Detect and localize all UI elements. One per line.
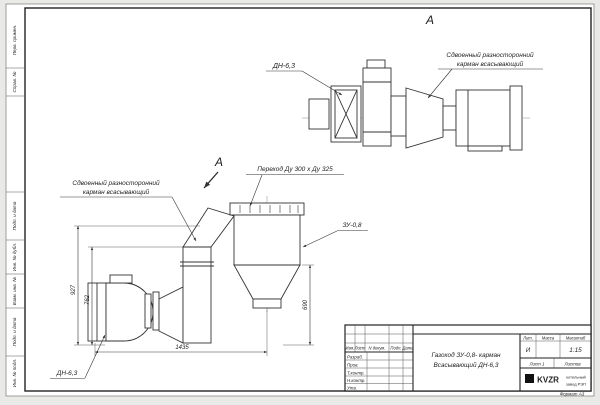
section-a-letter: А bbox=[214, 155, 223, 169]
title-block: Изм. Лист N докум. Подп. Дата Разраб. Пр… bbox=[344, 324, 592, 392]
header-data: Дата bbox=[401, 346, 414, 351]
leader-line bbox=[302, 230, 338, 248]
role-razrab: Разраб. bbox=[347, 355, 363, 360]
section-view-arrow bbox=[203, 171, 219, 189]
drawing-frame bbox=[24, 7, 592, 392]
hopper-top-flange bbox=[229, 202, 305, 216]
fan-casing bbox=[362, 67, 392, 147]
leader-line bbox=[249, 174, 263, 207]
coupling bbox=[442, 105, 457, 131]
logo-text: KVZR bbox=[537, 376, 559, 385]
leader-line bbox=[427, 68, 453, 99]
dim-762: 762 bbox=[85, 294, 91, 305]
role-prov: Пров. bbox=[347, 363, 359, 368]
leader-line bbox=[301, 70, 343, 96]
hopper-outlet bbox=[252, 298, 282, 309]
role-tkontr: Т.контр. bbox=[347, 371, 365, 376]
header-izm: Изм. bbox=[346, 346, 355, 351]
gas-duct-side-view bbox=[87, 196, 305, 344]
company-name-line2: завод РЭП bbox=[566, 382, 586, 387]
strip-cell-vzam-inv: Взам. инв. № bbox=[12, 277, 17, 305]
header-list: Лист bbox=[354, 346, 366, 351]
scale-header: Масштаб bbox=[566, 336, 586, 341]
flange-1 bbox=[144, 293, 152, 329]
lit-value: И bbox=[526, 348, 531, 354]
sheets-total: Листов bbox=[564, 362, 582, 367]
dim-690: 690 bbox=[303, 299, 309, 310]
hopper-body bbox=[233, 214, 301, 266]
dn63-bottom-label: ДН-6,3 bbox=[56, 370, 78, 377]
dimension-lines: 927 762 1435 690 bbox=[71, 225, 314, 356]
flange-2 bbox=[152, 291, 160, 331]
fan-assembly-top-view bbox=[302, 59, 530, 152]
signature-rows: Разраб. Пров. Т.контр. Н.контр. Утв. bbox=[347, 355, 366, 391]
role-nkontr: Н.контр. bbox=[347, 378, 366, 383]
pocket-left-label-line1: Сдвоенный разносторонний bbox=[72, 179, 160, 187]
pocket-top-label-line1: Сдвоенный разносторонний bbox=[446, 51, 534, 59]
company-name-line1: котельный bbox=[566, 375, 586, 380]
top-view-labels: ДН-6,3 Сдвоенный разносторонний карман в… bbox=[266, 51, 543, 99]
scale-value: 1:15 bbox=[569, 347, 582, 354]
lit-header: Лит. bbox=[522, 336, 533, 341]
shaft-housing bbox=[390, 95, 407, 137]
transition-label: Переход Ду 300 х Ду 325 bbox=[257, 165, 333, 173]
company-cell: KVZR котельный завод РЭП bbox=[525, 374, 586, 387]
dn63-top-label: ДН-6,3 bbox=[272, 63, 295, 70]
strip-cell-sprav-n: Справ. № bbox=[12, 72, 17, 93]
strip-cell-inv-podl: Инв. № подл. bbox=[12, 359, 17, 388]
section-marker-a: А bbox=[203, 155, 223, 189]
sheet-number: Лист 1 bbox=[529, 362, 546, 367]
lit-mass-scale: Лит. Масса Масштаб И 1:15 bbox=[522, 336, 586, 355]
vertical-duct bbox=[182, 246, 212, 344]
zu-08-label: ЗУ-0,8 bbox=[342, 222, 361, 229]
suction-pocket-top bbox=[405, 87, 444, 149]
pocket-top-label-line2: карман всасывающий bbox=[457, 60, 524, 68]
leader-line bbox=[171, 196, 197, 242]
dim-927: 927 bbox=[71, 284, 77, 295]
role-utv: Утв. bbox=[347, 386, 357, 391]
dim-1435: 1435 bbox=[175, 345, 189, 351]
side-view-labels: Сдвоенный разносторонний карман всасываю… bbox=[50, 165, 368, 379]
left-strip-labels: Перв. примен. Справ. № Подп. и дата Инв.… bbox=[12, 25, 17, 388]
end-flange bbox=[509, 85, 523, 151]
leader-line bbox=[84, 334, 106, 379]
strip-cell-podp-data-1: Подп. и дата bbox=[12, 201, 17, 230]
fan-outlet bbox=[366, 59, 386, 69]
doc-title-line1: Газоход ЗУ-0,8- карман bbox=[431, 351, 501, 359]
format-note: Формат А3 bbox=[560, 392, 585, 397]
left-strip-lines bbox=[6, 67, 25, 357]
doc-title-line2: Всасывающий ДН-6,3 bbox=[434, 361, 499, 369]
support-base bbox=[467, 145, 503, 152]
header-podp: Подп. bbox=[390, 346, 401, 351]
view-a-title: А bbox=[425, 13, 434, 27]
strip-cell-inv-dubl: Инв. № дубл. bbox=[12, 243, 17, 271]
strip-cell-podp-data-2: Подп. и дата bbox=[12, 317, 17, 346]
duct-cylinder bbox=[455, 89, 511, 147]
header-ndoc: N докум. bbox=[369, 346, 386, 351]
motor-block bbox=[308, 98, 330, 130]
logo-mark bbox=[525, 374, 534, 383]
pocket-left-label-line2: карман всасывающий bbox=[83, 188, 150, 196]
mass-header: Масса bbox=[542, 336, 555, 341]
strip-cell-perv-primen: Перв. примен. bbox=[12, 25, 17, 56]
revision-headers: Изм. Лист N докум. Подп. Дата bbox=[346, 346, 415, 351]
fan-top-port bbox=[109, 274, 133, 284]
